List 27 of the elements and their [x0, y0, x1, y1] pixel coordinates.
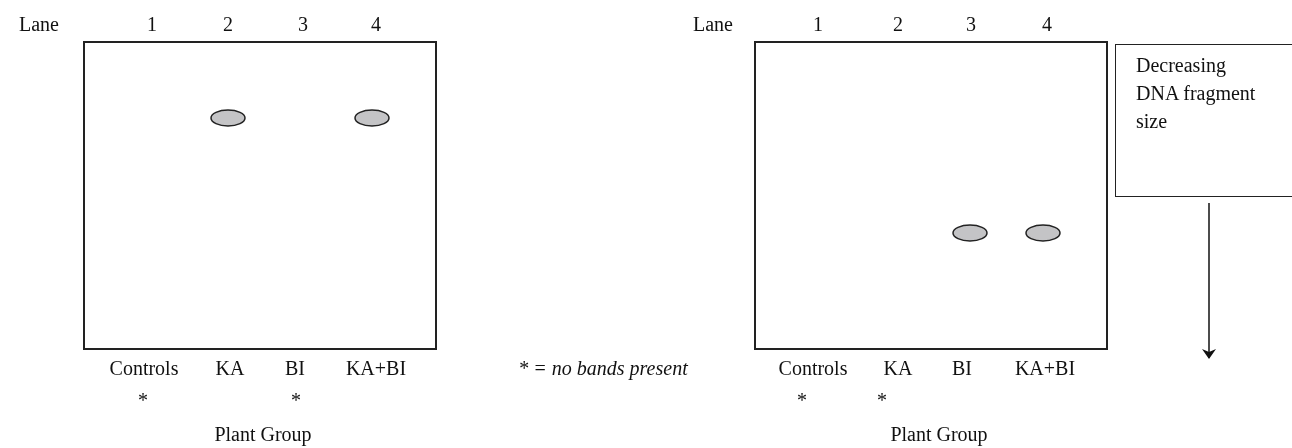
group-label: KA — [215, 357, 245, 379]
no-bands-asterisk: * — [291, 389, 301, 411]
group-label: Controls — [109, 357, 179, 379]
group-label: BI — [285, 357, 305, 379]
lane-number: 2 — [223, 13, 233, 35]
group-label: KA — [883, 357, 913, 379]
group-label: KA+BI — [345, 357, 407, 379]
lane-number: 1 — [147, 13, 157, 35]
axis-title: Plant Group — [890, 423, 988, 445]
lane-number: 3 — [298, 13, 308, 35]
lane-number: 3 — [966, 13, 976, 35]
lane-number: 2 — [893, 13, 903, 35]
lane-heading: Lane — [693, 13, 733, 35]
no-bands-asterisk: * — [877, 389, 887, 411]
lane-number: 4 — [1042, 13, 1052, 35]
lane-number: 4 — [371, 13, 381, 35]
no-bands-asterisk: * — [797, 389, 807, 411]
lane-heading: Lane — [19, 13, 59, 35]
legend-note: * = no bands present — [518, 357, 688, 379]
group-label: KA+BI — [1014, 357, 1076, 379]
group-label: BI — [952, 357, 972, 379]
text-box — [1115, 44, 1292, 197]
lane-number: 1 — [813, 13, 823, 35]
group-label: Controls — [778, 357, 848, 379]
axis-title: Plant Group — [214, 423, 312, 445]
box-text: Decreasing DNA fragment size — [1136, 53, 1257, 134]
no-bands-asterisk: * — [138, 389, 148, 411]
